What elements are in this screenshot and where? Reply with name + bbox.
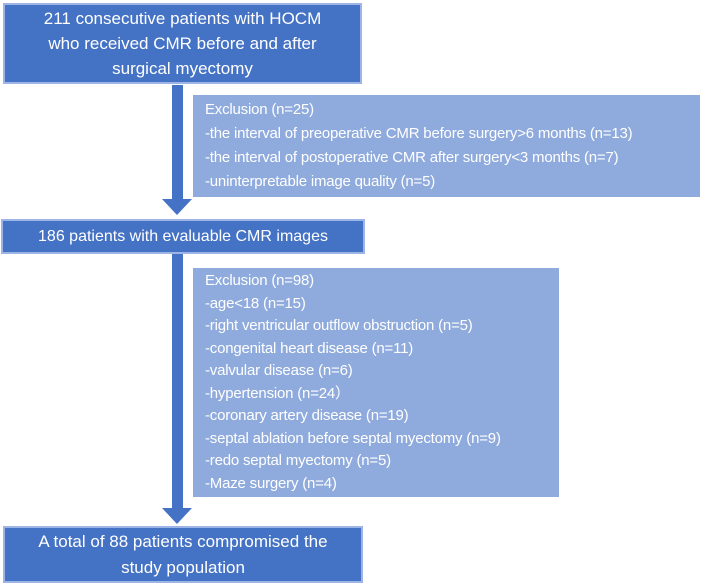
down-arrow-1-head-icon [162, 199, 192, 215]
exclusion-box-1: Exclusion (n=25) -the interval of preope… [193, 95, 700, 197]
exclusion-2-line: -coronary artery disease (n=19) [205, 407, 409, 424]
exclusion-2-line: -septal ablation before septal myectomy … [205, 429, 501, 447]
exclusion-2-line: -hypertension (n=24） [205, 384, 350, 402]
exclusion-2-line: -valvular disease (n=6) [205, 362, 353, 379]
initial-cohort-line: who received CMR before and after [48, 34, 317, 53]
evaluable-cohort-text: 186 patients with evaluable CMR images [38, 227, 328, 245]
exclusion-1-line: -the interval of preoperative CMR before… [205, 125, 633, 142]
final-cohort-line: A total of 88 patients compromised the [38, 531, 328, 551]
down-arrow-2-head-icon [162, 508, 192, 524]
exclusion-1-line: Exclusion (n=25) [205, 101, 314, 118]
exclusion-2-line: -congenital heart disease (n=11) [205, 339, 414, 357]
exclusion-2-line: -age<18 (n=15) [205, 294, 306, 312]
final-cohort-box: A total of 88 patients compromised the s… [3, 526, 363, 583]
initial-cohort-box: 211 consecutive patients with HOCM who r… [3, 3, 362, 84]
down-arrow-1-shaft [172, 85, 183, 199]
exclusion-2-line: Exclusion (n=98) [205, 272, 314, 289]
exclusion-1-line: -the interval of postoperative CMR after… [205, 149, 619, 166]
exclusion-2-line: -redo septal myectomy (n=5) [205, 452, 391, 469]
initial-cohort-line: surgical myectomy [112, 59, 253, 78]
initial-cohort-line: 211 consecutive patients with HOCM [43, 9, 322, 28]
exclusion-box-2: Exclusion (n=98) -age<18 (n=15) -right v… [193, 268, 559, 497]
down-arrow-2-shaft [172, 254, 183, 508]
exclusion-2-line: -Maze surgery (n=4) [205, 474, 337, 492]
exclusion-2-line: -right ventricular outflow obstruction (… [205, 317, 473, 334]
evaluable-cohort-box: 186 patients with evaluable CMR images [1, 219, 365, 254]
final-cohort-line: study population [121, 557, 245, 577]
exclusion-1-line: -uninterpretable image quality (n=5) [205, 173, 436, 190]
